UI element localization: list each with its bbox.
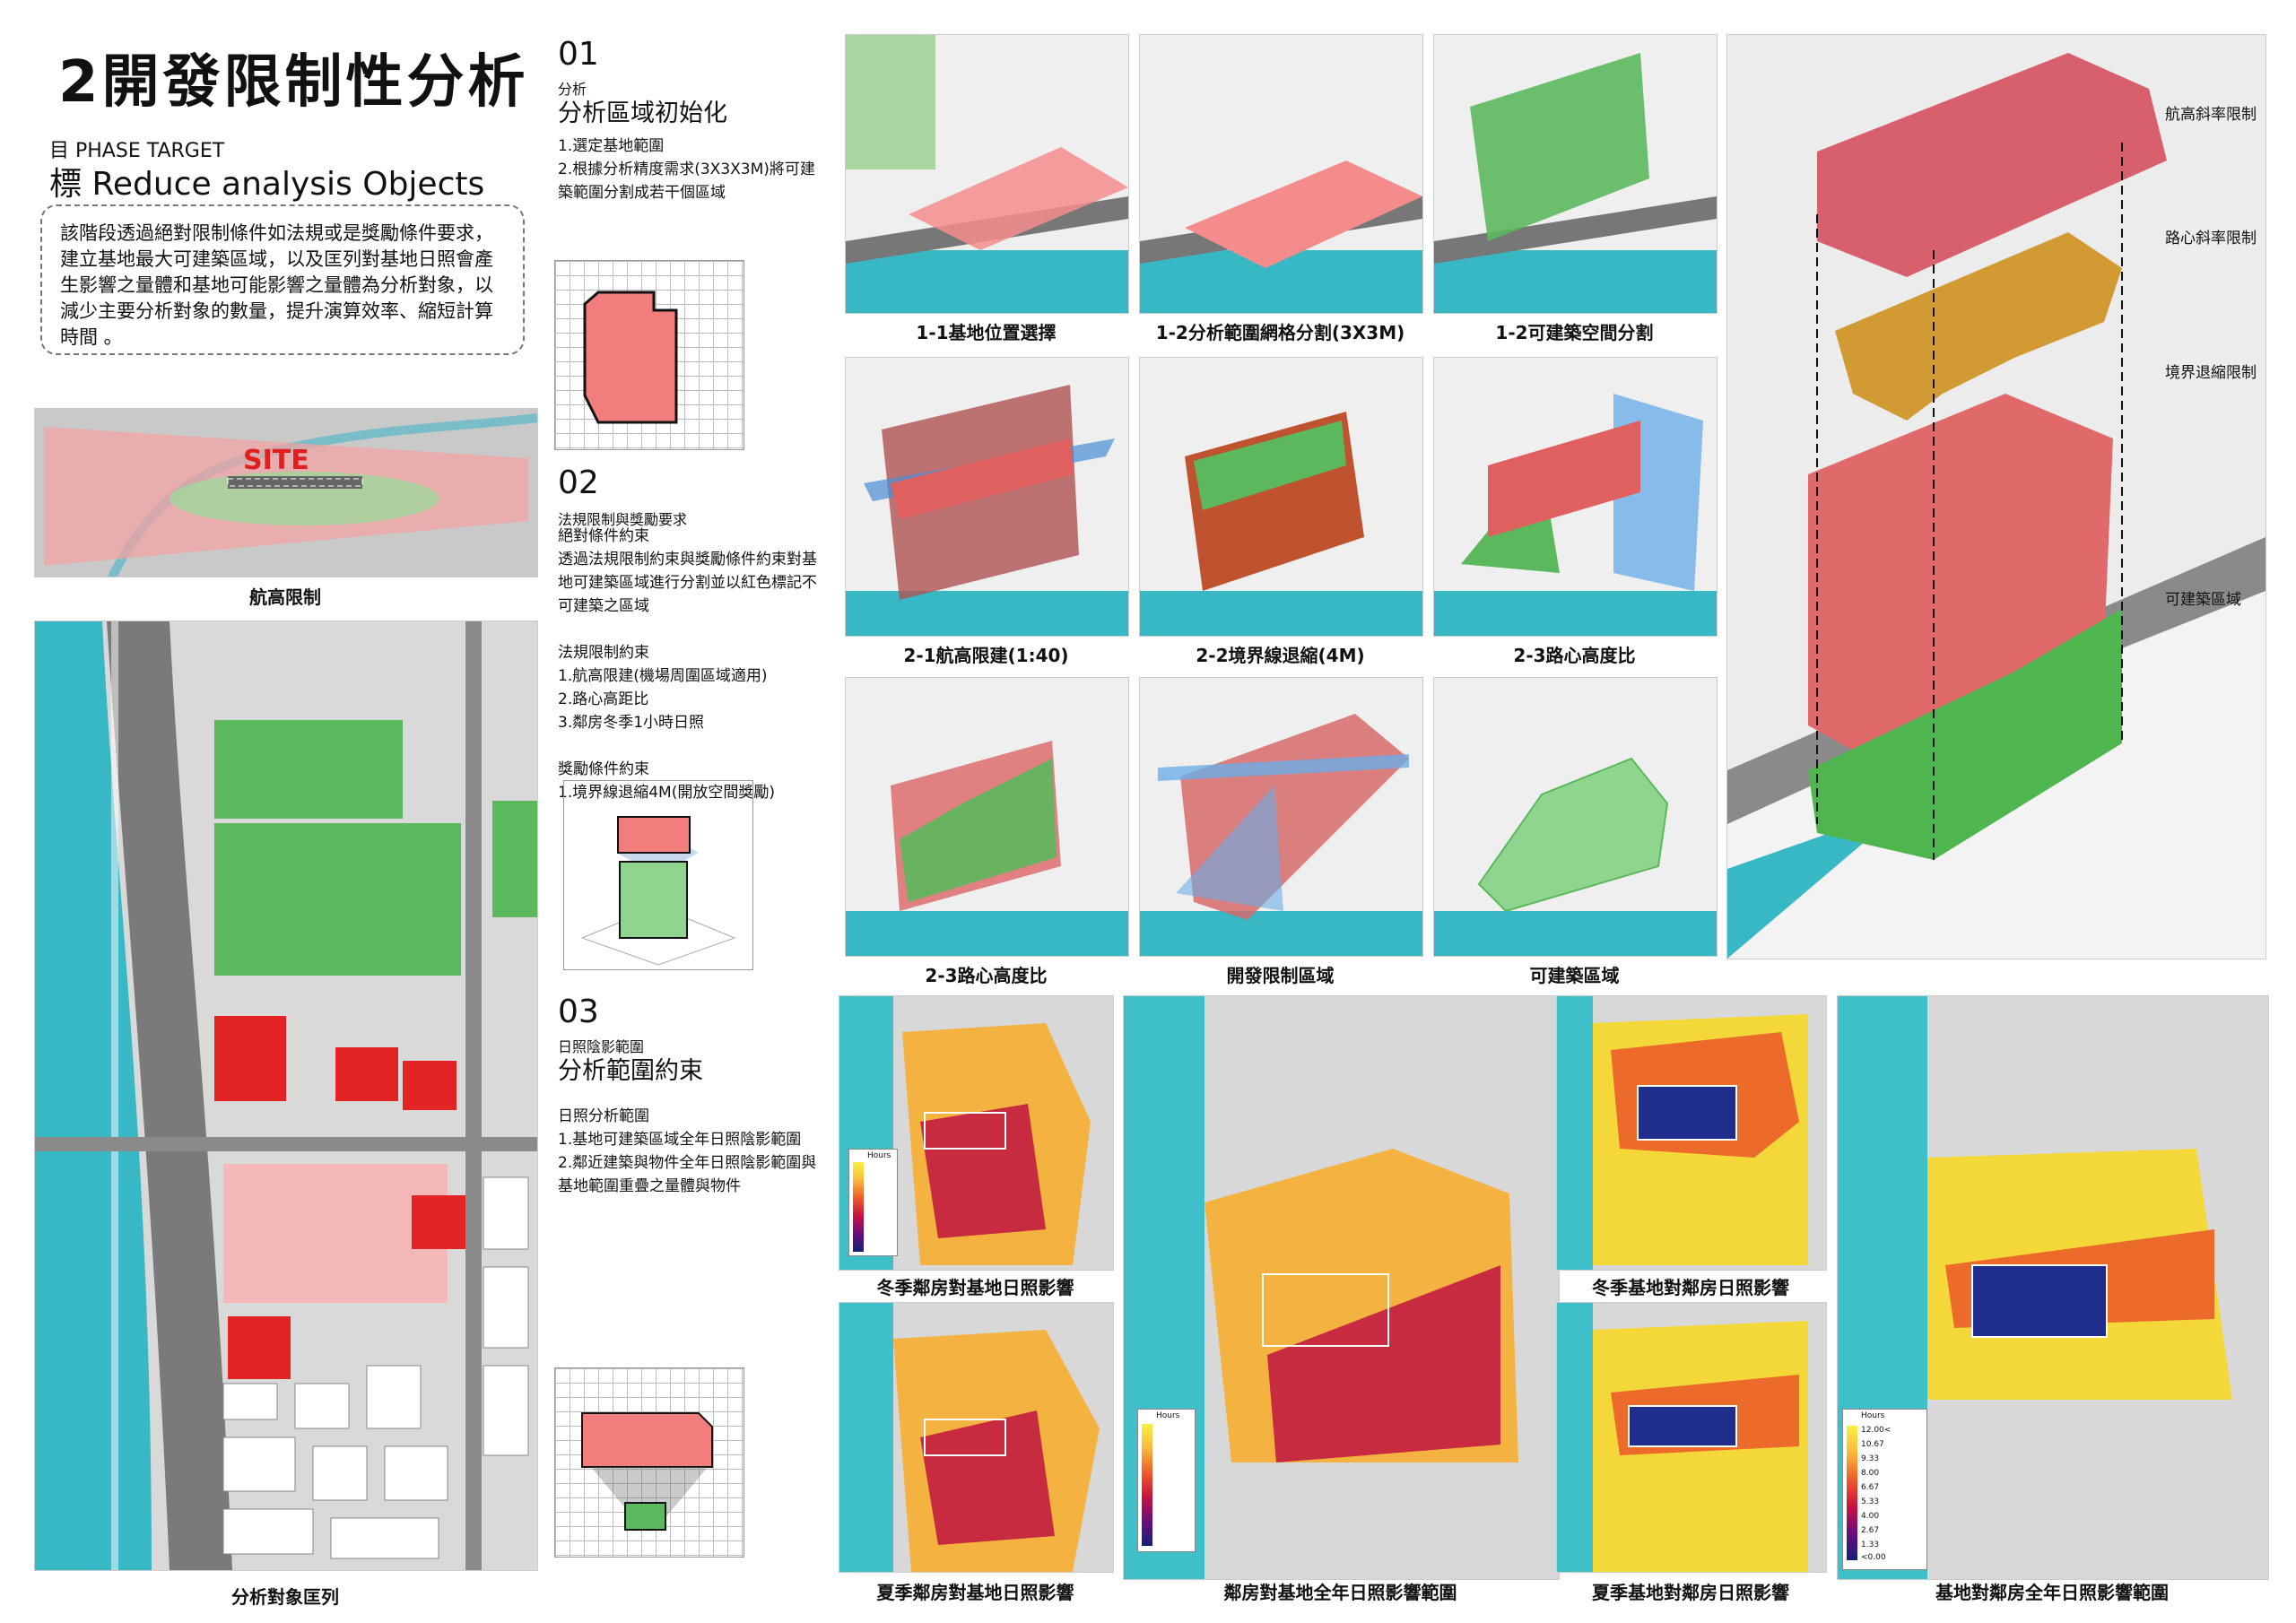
grid-caption-7: 2-3路心高度比 xyxy=(925,965,1048,986)
grid-panel-3 xyxy=(1433,34,1718,314)
sun-caption-3: 鄰房對基地全年日照影響範圍 xyxy=(1223,1582,1457,1603)
step-02-sub: 法規限制與獎勵要求 xyxy=(558,511,688,528)
step-02-number: 02 xyxy=(558,464,599,501)
grid-caption-5: 2-2境界線退縮(4M) xyxy=(1196,645,1365,666)
explode-label-road: 路心斜率限制 xyxy=(2165,230,2257,247)
height-limit-map: SITE xyxy=(34,408,538,577)
step-01-body: 1.選定基地範圍 2.根據分析精度需求(3X3X3M)將可建築範圍分割成若干個區… xyxy=(558,137,815,202)
site-plan-diagram xyxy=(35,621,537,1570)
grid-caption-8: 開發限制區域 xyxy=(1226,965,1335,986)
sun-map-6: Hours 12.00< 10.67 9.33 8.00 6.67 5.33 4… xyxy=(1837,995,2269,1580)
site-plan-map xyxy=(34,621,538,1571)
grid-caption-4: 2-1航高限建(1:40) xyxy=(903,645,1069,666)
sun-caption-2: 夏季鄰房對基地日照影響 xyxy=(876,1582,1074,1603)
grid-panel-5 xyxy=(1139,357,1423,637)
page-title: 2開發限制性分析 xyxy=(58,49,529,116)
height-limit-diagram xyxy=(44,413,537,577)
grid-panel-9 xyxy=(1433,677,1718,957)
grid-caption-3: 1-2可建築空間分割 xyxy=(1495,322,1654,343)
step-03-sub: 日照陰影範圍 xyxy=(558,1038,645,1055)
step-01-grid-diagram xyxy=(554,260,744,450)
sun-caption-5: 夏季基地對鄰房日照影響 xyxy=(1592,1582,1789,1603)
sun-caption-1: 冬季鄰房對基地日照影響 xyxy=(876,1277,1074,1298)
grid-panel-6 xyxy=(1433,357,1718,637)
grid-caption-2: 1-2分析範圍網格分割(3X3M) xyxy=(1155,322,1405,343)
step-03-number: 03 xyxy=(558,994,599,1030)
step-02-volume-diagram xyxy=(563,780,753,970)
exploded-diagram: 航高斜率限制 路心斜率限制 境界退縮限制 可建築區域 xyxy=(1726,34,2266,959)
sun-map-2 xyxy=(839,1302,1114,1573)
grid-caption-6: 2-3路心高度比 xyxy=(1513,645,1636,666)
grid-panel-7 xyxy=(845,677,1129,957)
explode-label-buildable: 可建築區域 xyxy=(2165,591,2241,609)
step-03-body: 日照分析範圍 1.基地可建築區域全年日照陰影範圍 2.鄰近建築與物件全年日照陰影… xyxy=(558,1107,817,1195)
step-01-sub: 分析 xyxy=(558,81,587,98)
sun-caption-6: 基地對鄰房全年日照影響範圍 xyxy=(1935,1582,2169,1603)
sun-map-1: Hours xyxy=(839,995,1114,1271)
sun-map-5 xyxy=(1556,1302,1827,1573)
sun-map-3: Hours xyxy=(1123,995,1560,1580)
sun-legend-6: Hours 12.00< 10.67 9.33 8.00 6.67 5.33 4… xyxy=(1842,1409,1927,1570)
grid-panel-2 xyxy=(1139,34,1423,314)
height-limit-caption: 航高限制 xyxy=(249,586,321,608)
step-02-body: 透過法規限制約束與獎勵條件約束對基地可建築區域進行分割並以紅色標記不可建築之區域… xyxy=(558,551,817,802)
grid-panel-1 xyxy=(845,34,1129,314)
intro-text: 該階段透過絕對限制條件如法規或是獎勵條件要求，建立基地最大可建築區域，以及匡列對… xyxy=(40,204,525,355)
grid-panel-8 xyxy=(1139,677,1423,957)
sun-caption-4: 冬季基地對鄰房日照影響 xyxy=(1592,1277,1789,1298)
explode-label-flight: 航高斜率限制 xyxy=(2165,106,2257,124)
step-03-grid-diagram xyxy=(554,1367,744,1558)
phase-target-label: 目 PHASE TARGET xyxy=(49,140,225,162)
sun-legend-3: Hours xyxy=(1137,1409,1196,1552)
target-caption: 分析對象匡列 xyxy=(231,1586,339,1608)
step-02-heading: 絕對條件約束 xyxy=(558,527,649,545)
site-label: SITE xyxy=(243,445,309,476)
sun-map-4 xyxy=(1556,995,1827,1271)
step-01-heading: 分析區域初始化 xyxy=(558,100,727,127)
grid-caption-9: 可建築區域 xyxy=(1529,965,1620,986)
step-03-heading: 分析範圍約束 xyxy=(558,1057,703,1085)
sun-legend-1: Hours xyxy=(848,1149,898,1256)
grid-panel-4 xyxy=(845,357,1129,637)
grid-caption-1: 1-1基地位置選擇 xyxy=(916,322,1057,343)
explode-label-setback: 境界退縮限制 xyxy=(2165,364,2257,382)
phase-target-title: 標 Reduce analysis Objects xyxy=(49,166,485,203)
step-01-number: 01 xyxy=(558,36,599,73)
